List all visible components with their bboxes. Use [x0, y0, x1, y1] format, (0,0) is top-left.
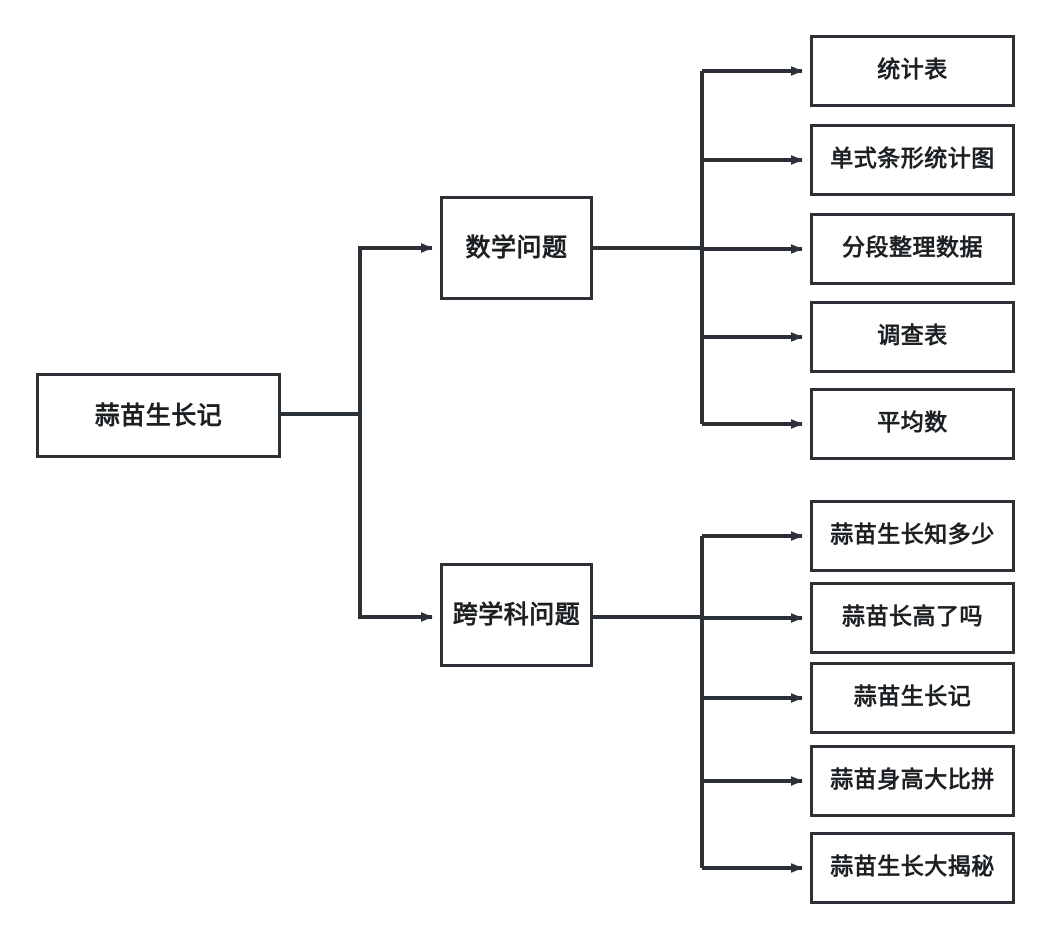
node-root-label: 蒜苗生长记: [94, 400, 223, 430]
connector-root-to-cross: [281, 412, 433, 622]
node-branch-math[interactable]: 数学问题: [440, 196, 593, 300]
node-branch-math-label: 数学问题: [465, 233, 568, 263]
node-leaf-math-2-label: 单式条形统计图: [830, 146, 995, 173]
node-leaf-cross-3[interactable]: 蒜苗生长记: [810, 662, 1015, 734]
node-leaf-math-5-label: 平均数: [877, 410, 948, 437]
node-leaf-cross-4-label: 蒜苗身高大比拼: [830, 767, 995, 794]
node-branch-cross[interactable]: 跨学科问题: [440, 563, 593, 667]
node-leaf-math-1-label: 统计表: [877, 57, 948, 84]
connector-root-to-math: [281, 243, 433, 416]
node-leaf-cross-5[interactable]: 蒜苗生长大揭秘: [810, 832, 1015, 904]
node-leaf-math-3-label: 分段整理数据: [842, 235, 983, 262]
node-leaf-cross-1-label: 蒜苗生长知多少: [830, 522, 995, 549]
node-leaf-math-2[interactable]: 单式条形统计图: [810, 124, 1015, 196]
node-leaf-math-1[interactable]: 统计表: [810, 35, 1015, 107]
node-leaf-cross-2-label: 蒜苗长高了吗: [842, 604, 983, 631]
node-branch-cross-label: 跨学科问题: [452, 600, 581, 630]
node-leaf-cross-4[interactable]: 蒜苗身高大比拼: [810, 745, 1015, 817]
node-leaf-cross-1[interactable]: 蒜苗生长知多少: [810, 500, 1015, 572]
node-leaf-math-4-label: 调查表: [877, 323, 948, 350]
node-root[interactable]: 蒜苗生长记: [36, 373, 281, 458]
node-leaf-math-5[interactable]: 平均数: [810, 388, 1015, 460]
node-leaf-math-3[interactable]: 分段整理数据: [810, 213, 1015, 285]
node-leaf-math-4[interactable]: 调查表: [810, 301, 1015, 373]
node-leaf-cross-3-label: 蒜苗生长记: [853, 684, 972, 711]
node-leaf-cross-5-label: 蒜苗生长大揭秘: [830, 854, 995, 881]
node-leaf-cross-2[interactable]: 蒜苗长高了吗: [810, 582, 1015, 654]
